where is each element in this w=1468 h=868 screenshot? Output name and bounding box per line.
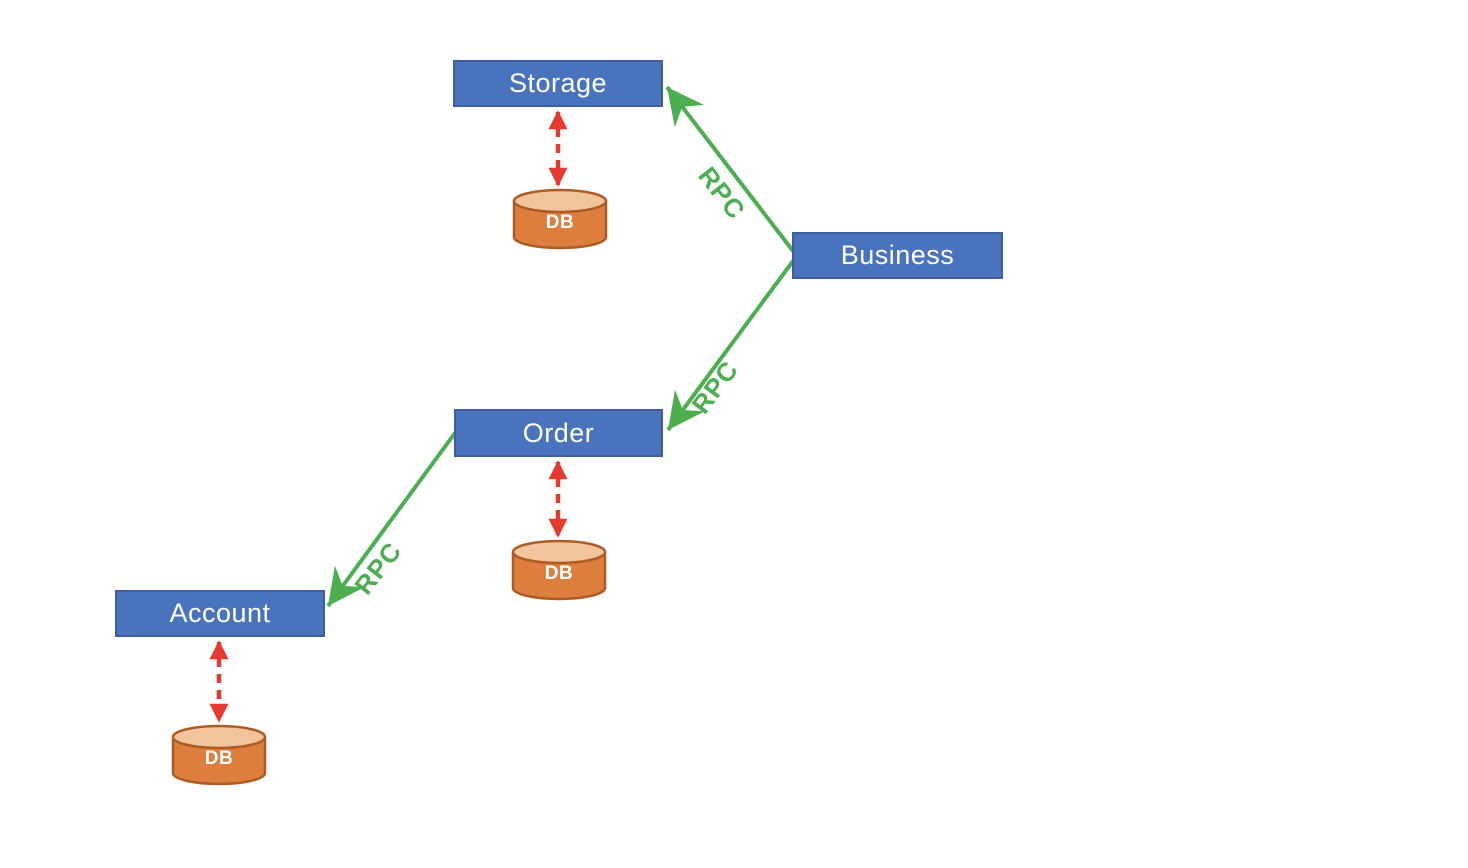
db-cylinder-icon [511, 539, 607, 601]
rpc-edge-label-order-account: RPC [347, 535, 408, 600]
node-business: Business [792, 232, 1003, 279]
db-cylinder-icon [512, 188, 608, 250]
node-account-label: Account [169, 598, 271, 628]
rpc-edge-label-business-storage: RPC [692, 160, 753, 225]
rpc-arrow-order-to-account [326, 431, 457, 608]
db-label: DB [204, 748, 234, 769]
database-cylinder-order: DB [511, 539, 607, 601]
db-label: DB [545, 212, 575, 233]
node-storage-label: Storage [508, 68, 608, 98]
db-label: DB [544, 563, 574, 584]
node-account: Account [115, 590, 325, 637]
node-storage: Storage [453, 60, 663, 107]
database-cylinder-account: DB [171, 724, 267, 786]
rpc-edge-label-business-order: RPC [685, 354, 745, 419]
database-cylinder-storage: DB [512, 188, 608, 250]
node-order: Order [454, 409, 663, 457]
node-order-label: Order [522, 417, 595, 448]
db-cylinder-icon [171, 724, 267, 786]
node-business-label: Business [840, 240, 955, 270]
